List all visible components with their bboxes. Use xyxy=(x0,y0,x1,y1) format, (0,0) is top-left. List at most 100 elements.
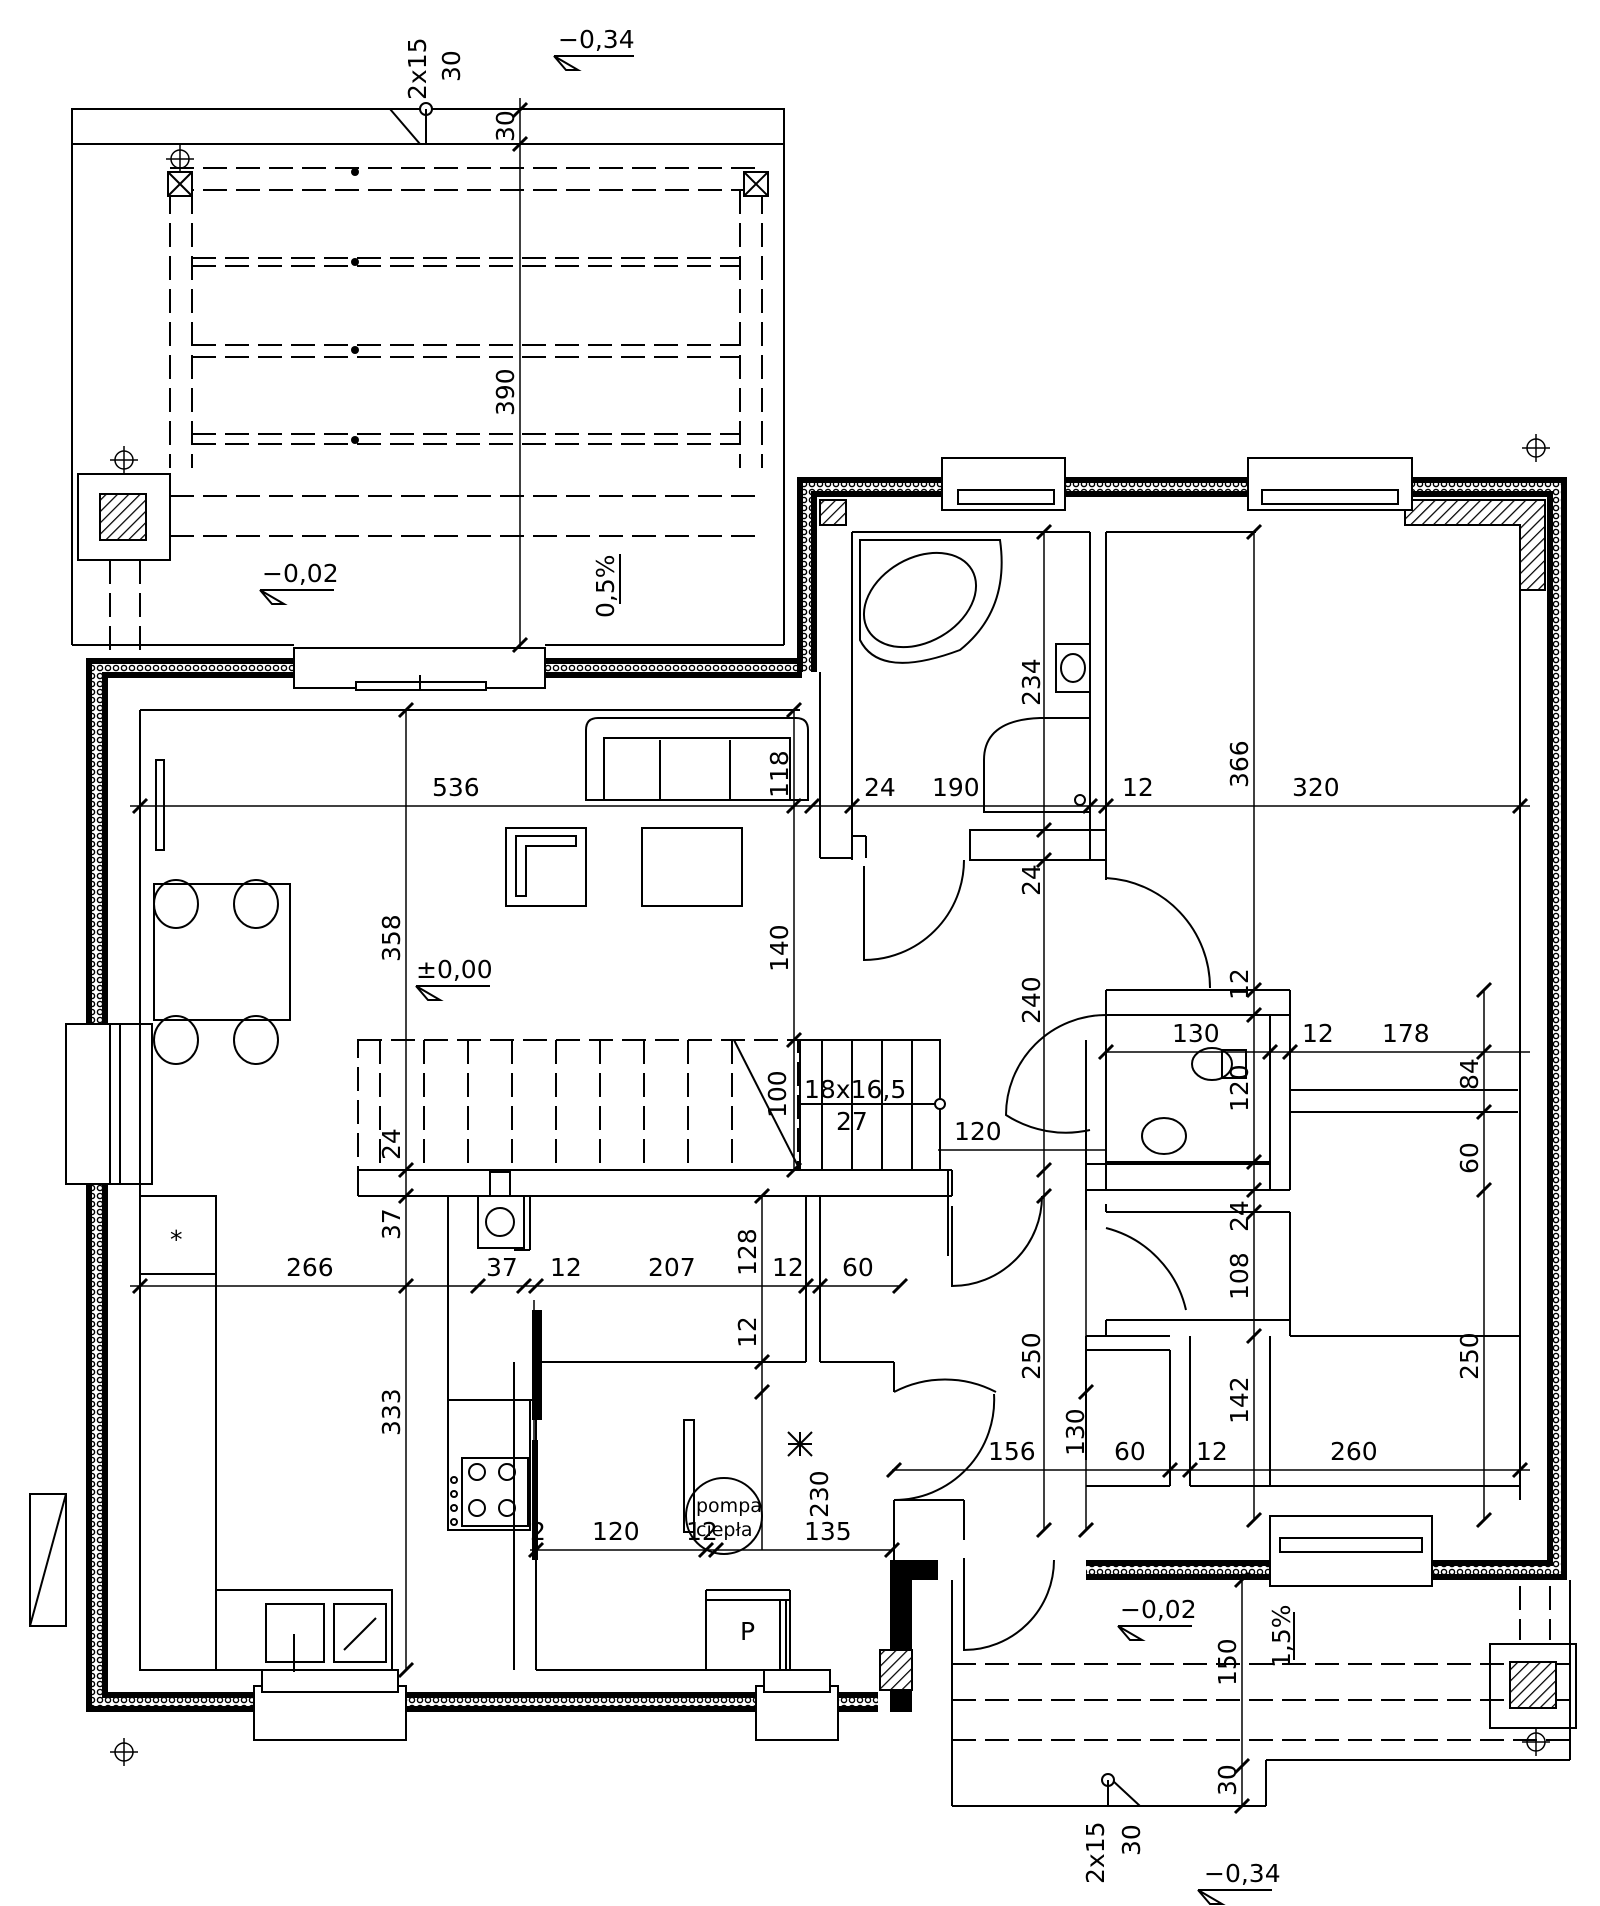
dimension-tick xyxy=(797,1277,815,1295)
dimension-tick xyxy=(753,1383,771,1401)
dim-240: 240 xyxy=(1017,976,1046,1024)
dim-12b: 12 xyxy=(1225,968,1254,1000)
dimension-tick xyxy=(1245,1006,1263,1024)
dim-250b: 250 xyxy=(1455,1332,1484,1380)
dimension-tick xyxy=(515,1277,533,1295)
dim-333: 333 xyxy=(377,1388,406,1436)
dimension-tick xyxy=(1161,1461,1179,1479)
dim-320: 320 xyxy=(1292,773,1340,802)
dim-24a: 24 xyxy=(864,773,896,802)
dim-130a: 130 xyxy=(1172,1019,1220,1048)
dimension-tick xyxy=(511,135,529,153)
dim-140: 140 xyxy=(765,924,794,972)
stair-count: 27 xyxy=(836,1107,868,1136)
staircase xyxy=(357,1039,946,1171)
dimension-tick xyxy=(1077,1521,1095,1539)
labels: −0,34 −0,34 −0,02 −0,02 ±0,00 2x15 30 2x… xyxy=(170,25,1484,1888)
dimension-tick xyxy=(1475,1511,1493,1529)
dimension-tick xyxy=(1511,1461,1529,1479)
dim-207: 207 xyxy=(648,1253,696,1282)
dim-250a: 250 xyxy=(1017,1332,1046,1380)
dim-12a: 12 xyxy=(1122,773,1154,802)
dimension-tick xyxy=(1475,1043,1493,1061)
dim-12g: 12 xyxy=(1196,1437,1228,1466)
dim-60b: 60 xyxy=(842,1253,874,1282)
dim-536: 536 xyxy=(432,773,480,802)
dim-120c: 120 xyxy=(592,1517,640,1546)
dimension-tick xyxy=(1475,981,1493,999)
dim-60c: 60 xyxy=(1114,1437,1146,1466)
dimension-tick xyxy=(753,1353,771,1371)
dimension-tick xyxy=(1077,1383,1095,1401)
dimension-tick xyxy=(1245,1203,1263,1221)
dim-12f: 12 xyxy=(733,1316,762,1348)
dimension-tick xyxy=(811,1277,829,1295)
dimension-tick xyxy=(1475,1103,1493,1121)
dimension-tick xyxy=(397,701,415,719)
steps-top-b: 30 xyxy=(437,50,466,82)
dimension-tick xyxy=(511,636,529,654)
dimension-tick xyxy=(803,797,821,815)
dim-120a: 120 xyxy=(954,1117,1002,1146)
dim-12e: 12 xyxy=(772,1253,804,1282)
dimension-tick xyxy=(397,1187,415,1205)
dimension-tick xyxy=(131,1277,149,1295)
dimension-tick xyxy=(1245,1153,1263,1171)
dimension-tick xyxy=(1035,1161,1053,1179)
level-bottom: −0,34 xyxy=(1204,1859,1281,1888)
steps-top-a: 2x15 xyxy=(403,37,432,100)
dimension-tick xyxy=(1245,523,1263,541)
dimension-tick xyxy=(527,1277,545,1295)
dim-142: 142 xyxy=(1225,1376,1254,1424)
windows xyxy=(29,457,1433,1741)
dimension-tick xyxy=(885,1461,903,1479)
dim-234: 234 xyxy=(1017,658,1046,706)
parking-mark: P xyxy=(740,1617,755,1646)
slope-bottom: 1,5% xyxy=(1267,1604,1296,1668)
dim-12d: 12 xyxy=(550,1253,582,1282)
dim-150: 150 xyxy=(1213,1638,1242,1686)
dimension-tick xyxy=(1261,1043,1279,1061)
dimension-tick xyxy=(785,1161,803,1179)
dimension-tick xyxy=(1097,1043,1115,1061)
dimension-tick xyxy=(1245,1511,1263,1529)
dim-60a: 60 xyxy=(1455,1142,1484,1174)
dim-178: 178 xyxy=(1382,1019,1430,1048)
dim-130b: 130 xyxy=(1061,1408,1090,1456)
dimension-tick xyxy=(1245,1181,1263,1199)
dimension-tick xyxy=(397,1661,415,1679)
fridge-mark: * xyxy=(170,1225,183,1254)
dimension-tick xyxy=(1233,1571,1251,1589)
slope-top: 0,5% xyxy=(591,554,620,618)
dim-266: 266 xyxy=(286,1253,334,1282)
dimension-tick xyxy=(1245,981,1263,999)
dim-24d: 24 xyxy=(1225,1200,1254,1232)
dimension-tick xyxy=(1233,1757,1251,1775)
dimension-tick xyxy=(697,1541,715,1559)
dimension-tick xyxy=(527,1541,545,1559)
dim-bottom-30: 30 xyxy=(1213,1764,1242,1796)
dimension-tick xyxy=(707,1541,725,1559)
level-terrace-top: −0,02 xyxy=(262,559,339,588)
dimension-tick xyxy=(1081,797,1099,815)
dim-37a: 37 xyxy=(377,1208,406,1240)
dim-24b: 24 xyxy=(1017,864,1046,896)
dimension-tick xyxy=(469,1277,487,1295)
dim-260: 260 xyxy=(1330,1437,1378,1466)
dimension-tick xyxy=(1475,1181,1493,1199)
dim-390: 390 xyxy=(491,368,520,416)
dim-118: 118 xyxy=(765,750,794,798)
dimension-tick xyxy=(785,797,803,815)
dimension-tick xyxy=(511,101,529,119)
dimension-tick xyxy=(785,701,803,719)
dim-156: 156 xyxy=(988,1437,1036,1466)
dimension-tick xyxy=(1181,1461,1199,1479)
dim-366: 366 xyxy=(1225,740,1254,788)
dimension-tick xyxy=(785,1031,803,1049)
stair-size: 18x16,5 xyxy=(804,1075,906,1104)
dim-128: 128 xyxy=(733,1228,762,1276)
dimension-tick xyxy=(1245,1327,1263,1345)
dimension-tick xyxy=(1233,1797,1251,1815)
level-floor: ±0,00 xyxy=(416,955,493,984)
terrace-bottom xyxy=(110,434,1577,1807)
